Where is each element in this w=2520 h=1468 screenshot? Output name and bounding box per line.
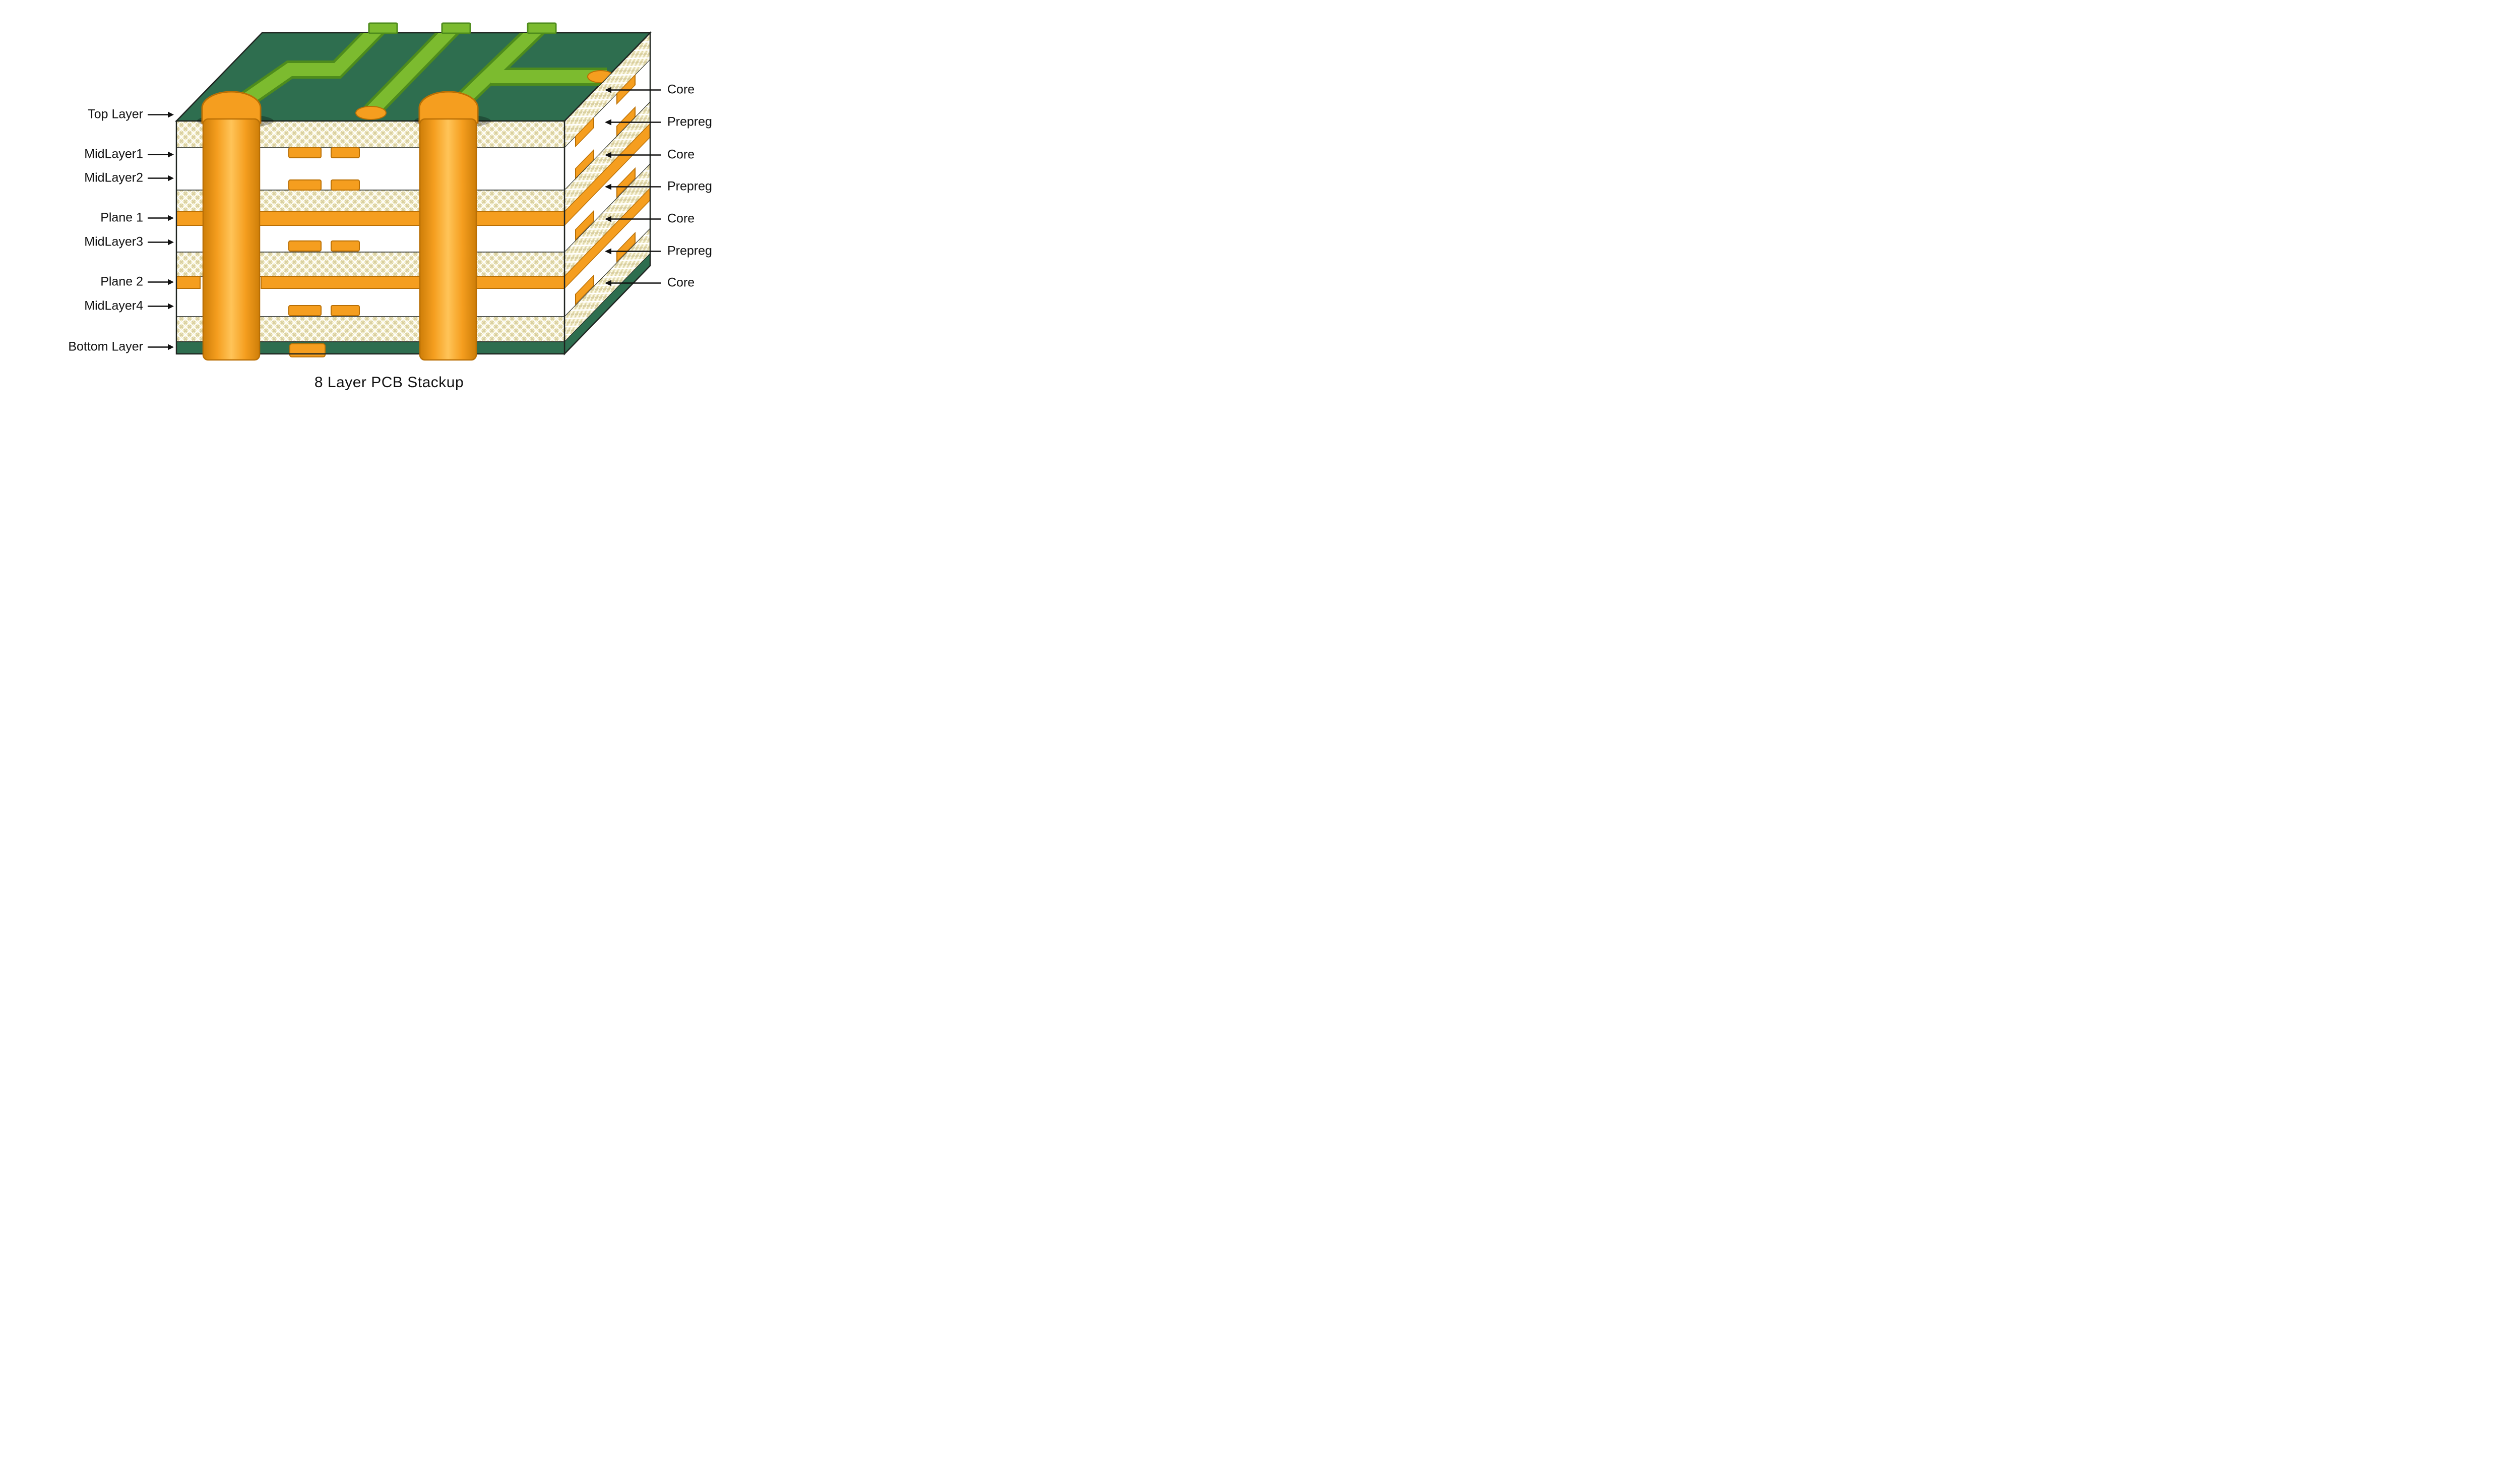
layer-label-text: MidLayer4 [84,298,143,313]
top-traces [233,33,614,120]
side-pad [575,274,594,305]
label-core-2: Core [605,148,695,162]
side-pad [575,210,594,241]
label-top-layer: Top Layer [0,107,174,122]
plane-2-stub [176,276,201,289]
midlayer3-pad [288,240,322,252]
arrow-right-icon [148,344,174,350]
midlayer2-pad [288,179,322,191]
layer-label-text: Plane 2 [100,274,143,289]
label-plane-2: Plane 2 [0,275,174,289]
midlayer4-pad [288,305,322,316]
trace-stub [441,22,471,34]
arrow-left-icon [605,119,661,125]
arrow-right-icon [148,111,174,117]
trace-stub [368,22,398,34]
pcb-stackup-diagram: Top Layer MidLayer1 MidLayer2 Plane 1 Mi… [0,0,778,391]
label-prepreg-3: Prepreg [605,244,712,259]
label-core-3: Core [605,212,695,226]
trace-stub [527,22,557,34]
midlayer3-pad [331,240,360,252]
arrow-left-icon [605,152,661,158]
arrow-left-icon [605,280,661,286]
midlayer4-pad [331,305,360,316]
material-label-text: Prepreg [667,114,712,129]
material-label-text: Prepreg [667,179,712,194]
material-label-text: Core [667,275,695,290]
label-core-4: Core [605,276,695,290]
arrow-right-icon [148,239,174,245]
trace-1 [235,33,386,110]
via-dome [418,91,479,124]
layer-label-text: Plane 1 [100,210,143,225]
label-prepreg-2: Prepreg [605,179,712,194]
label-core-1: Core [605,83,695,97]
via-2 [414,91,491,361]
arrow-left-icon [605,87,661,93]
bottom-pad [289,343,326,357]
via-1 [197,91,274,361]
diagram-title: 8 Layer PCB Stackup [314,374,464,391]
label-midlayer1: MidLayer1 [0,147,174,162]
arrow-left-icon [605,248,661,254]
material-label-text: Prepreg [667,243,712,258]
arrow-right-icon [148,279,174,285]
layer-label-text: MidLayer1 [84,147,143,161]
side-pad [616,167,636,198]
arrow-left-icon [605,216,661,222]
side-pad [616,231,636,263]
front-face-outline [175,120,565,355]
material-label-text: Core [667,82,695,97]
label-bottom-layer: Bottom Layer [0,340,174,354]
material-label-text: Core [667,147,695,162]
label-midlayer4: MidLayer4 [0,299,174,314]
layer-label-text: MidLayer3 [84,234,143,249]
label-plane-1: Plane 1 [0,211,174,225]
arrow-left-icon [605,184,661,190]
midlayer2-pad [331,179,360,191]
right-side-face [563,31,651,356]
via-barrel [419,118,477,361]
material-label-text: Core [667,211,695,226]
layer-label-text: Bottom Layer [68,339,143,354]
trace-3 [451,33,547,112]
pcb-illustration [175,22,652,361]
midlayer1-pad [331,147,360,158]
label-midlayer3: MidLayer3 [0,235,174,250]
via-barrel [202,118,261,361]
plane-2-layer [261,276,565,289]
midlayer1-pad [288,147,322,158]
arrow-right-icon [148,215,174,221]
layer-label-text: MidLayer2 [84,170,143,185]
side-pad [575,116,594,148]
via-dome [201,91,262,124]
arrow-right-icon [148,151,174,157]
arrow-right-icon [148,303,174,309]
label-midlayer2: MidLayer2 [0,171,174,186]
surface-pad [355,106,387,120]
label-prepreg-1: Prepreg [605,115,712,130]
trace-2 [366,33,461,117]
arrow-right-icon [148,175,174,181]
layer-label-text: Top Layer [88,107,143,121]
